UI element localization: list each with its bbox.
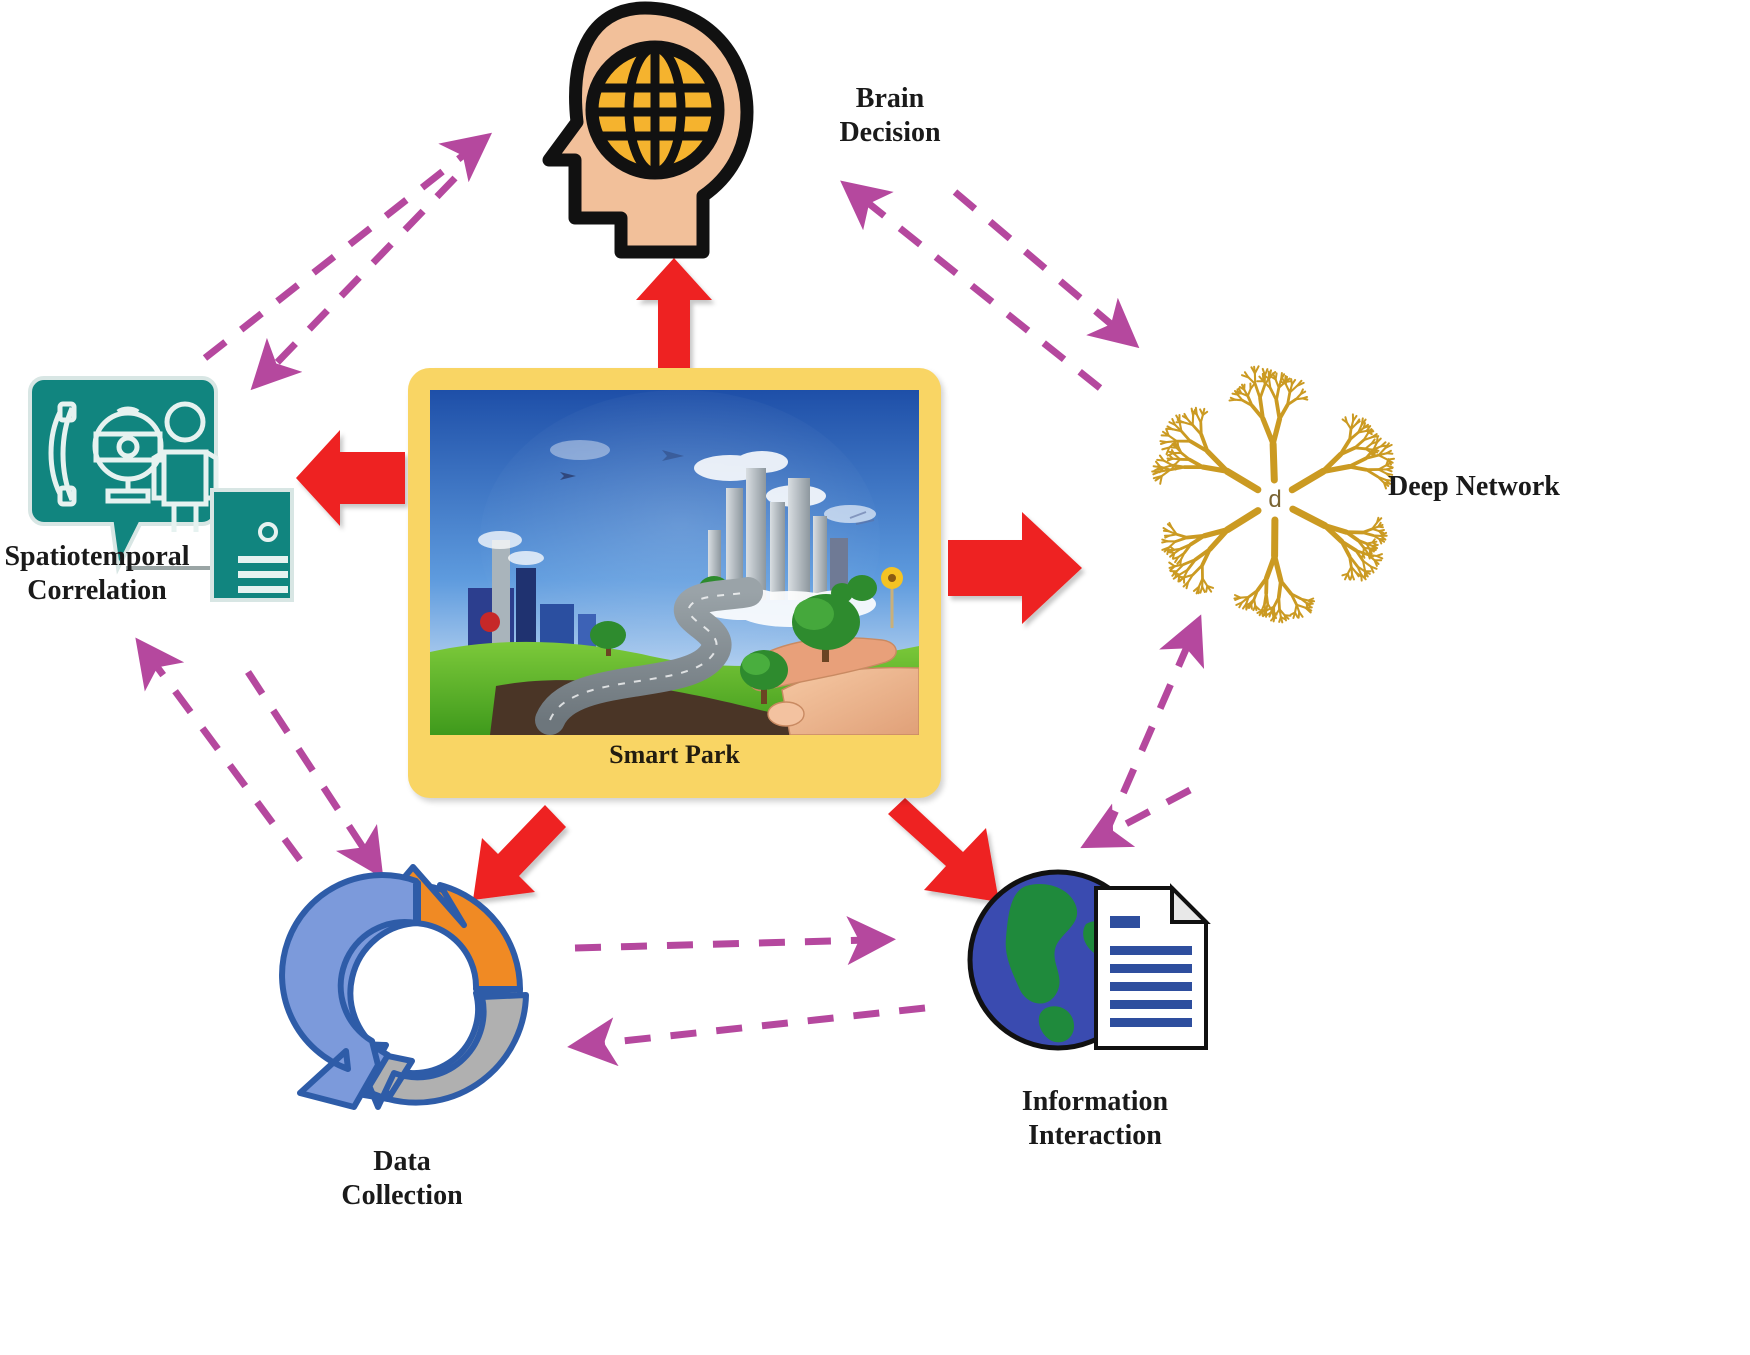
server-document-icon	[210, 488, 294, 602]
brain-decision-label-line1: Brain	[855, 83, 925, 114]
three-arrow-recycle-cycle-icon	[279, 864, 529, 1110]
data-collection-label-line2: Collection	[341, 1180, 463, 1212]
spatiotemporal-correlation-node[interactable]	[28, 360, 340, 620]
information-label-line2: Interaction	[1028, 1120, 1162, 1152]
red-arrow-down-left-to-data-collection	[473, 805, 566, 900]
deep-network-center-glyph: d	[1268, 486, 1281, 513]
dashed-link-deep-to-brain	[840, 180, 1103, 391]
deep-network-label: Deep Network	[1388, 470, 1738, 504]
deep-network-node[interactable]: d	[1130, 355, 1420, 645]
radial-dendrite-network-icon	[1151, 365, 1395, 624]
dashed-link-spatio-to-brain	[202, 132, 493, 361]
information-interaction-label: Information Interaction	[960, 1085, 1230, 1153]
brain-decision-label: Brain Decision	[770, 82, 1010, 150]
head-with-globe-icon	[542, 1, 754, 259]
smart-city-in-hands-photo	[430, 390, 919, 735]
data-collection-label: Data Collection	[282, 1145, 522, 1213]
red-arrow-up-to-brain	[636, 258, 712, 368]
spatiotemporal-correlation-label: Spatiotemporal Correlation	[0, 540, 202, 608]
dashed-link-info-to-deep	[1101, 614, 1205, 837]
smart-park-label: Smart Park	[609, 740, 740, 769]
dashed-links	[135, 132, 1205, 1067]
red-arrows	[296, 258, 1082, 902]
dashed-link-data-to-info	[574, 916, 896, 966]
red-arrow-left-to-spatiotemporal	[296, 430, 405, 526]
information-interaction-node[interactable]	[950, 850, 1230, 1070]
dashed-link-brain-to-spatio	[250, 175, 458, 391]
deep-network-label-line1: Deep Network	[1388, 471, 1560, 502]
dashed-link-info-to-data	[567, 1004, 926, 1067]
data-collection-node[interactable]	[268, 845, 558, 1135]
dashed-link-brain-to-deep	[952, 189, 1140, 349]
brain-decision-node[interactable]	[525, 0, 765, 260]
brain-decision-label-line2: Decision	[839, 117, 941, 149]
smart-park-card[interactable]: Smart Park	[408, 368, 941, 798]
red-arrow-right-to-deep-network	[948, 512, 1082, 624]
dashed-link-deep-to-info	[1080, 786, 1192, 849]
globe-with-document-icon	[967, 869, 1211, 1051]
information-label-line1: Information	[1021, 1086, 1169, 1117]
dashed-link-data-to-spatio	[135, 637, 303, 863]
dashed-link-spatio-to-data	[245, 670, 384, 879]
spatiotemporal-label-line2: Correlation	[27, 575, 167, 607]
red-arrow-down-right-to-information	[888, 798, 999, 902]
spatiotemporal-label-line1: Spatiotemporal	[4, 541, 190, 572]
data-collection-label-line1: Data	[373, 1146, 431, 1177]
